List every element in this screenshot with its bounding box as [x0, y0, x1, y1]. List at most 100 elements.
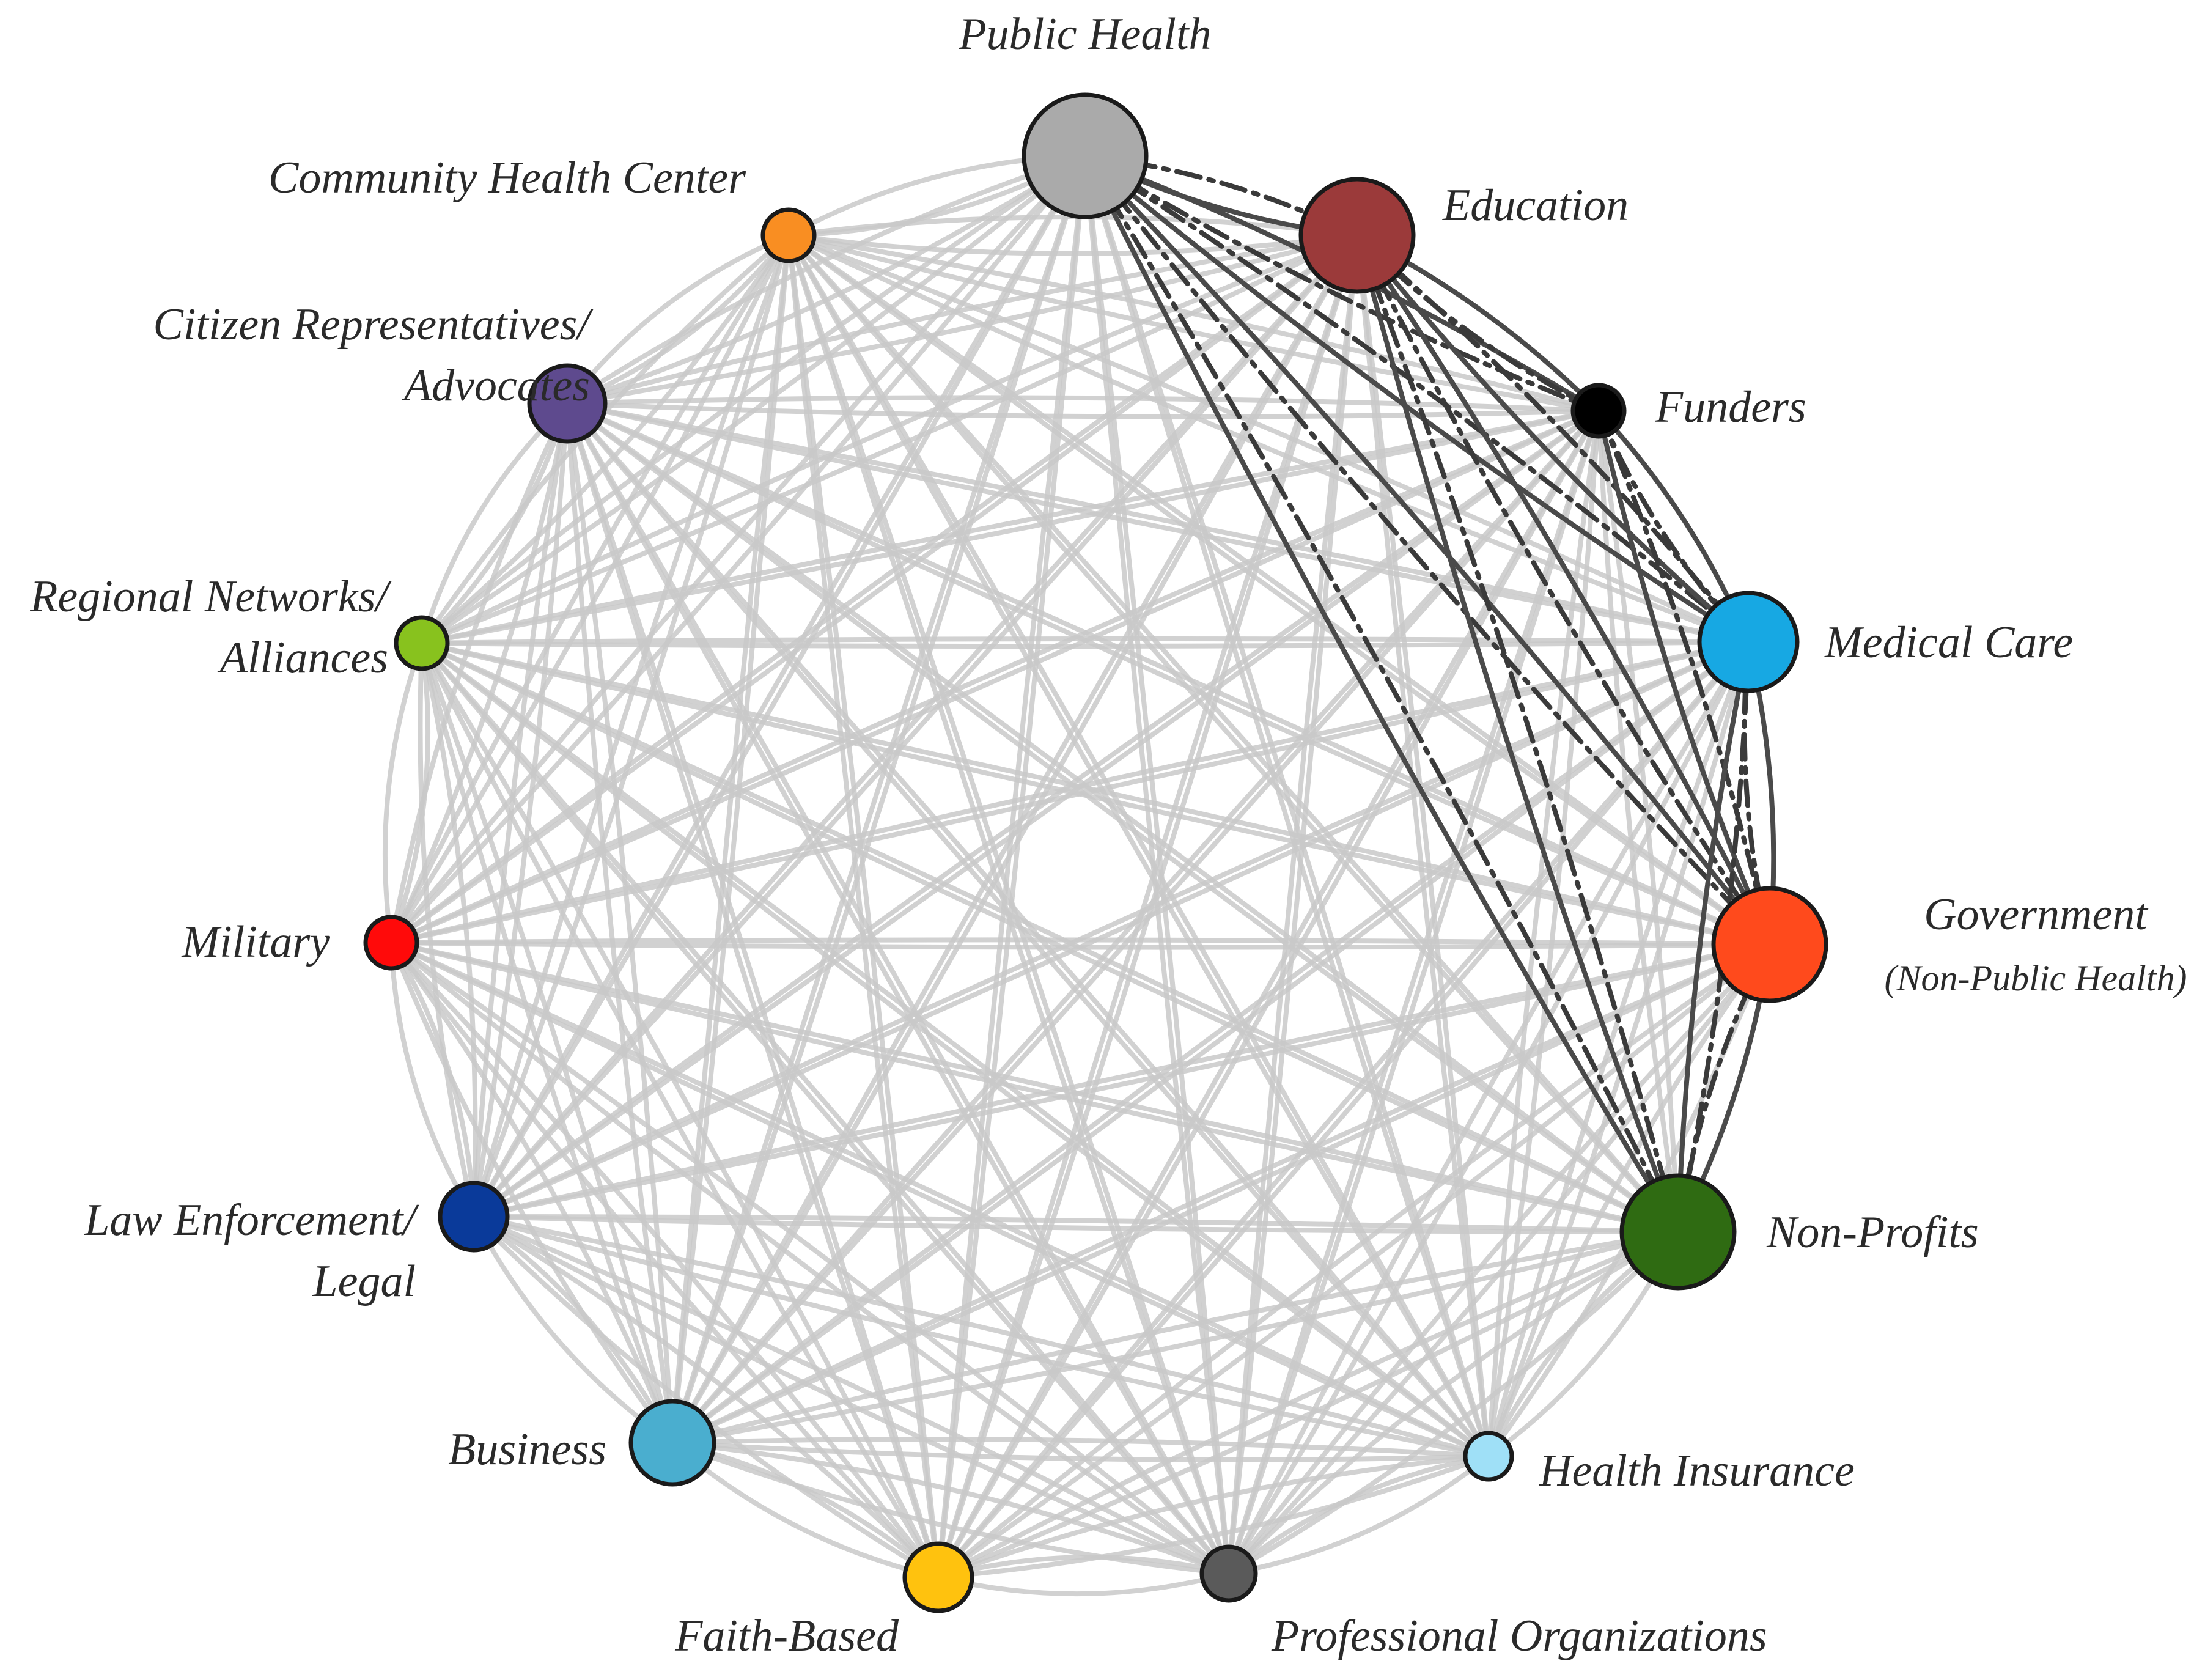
label-military: Military — [181, 917, 330, 967]
label-professional-organizations: Professional Organizations — [1271, 1611, 1767, 1661]
edge-faint — [1226, 1454, 1491, 1576]
edge-faint — [419, 641, 1680, 1234]
edge-faint — [786, 233, 1772, 947]
nodes-group — [363, 92, 1828, 1613]
edge-faint — [670, 1440, 1231, 1576]
edge-faint — [936, 1229, 1680, 1580]
edge-strong — [1596, 408, 1772, 947]
edge-faint — [1226, 233, 1360, 1576]
edge-faint — [419, 641, 1231, 1576]
edge-faint — [786, 233, 1231, 1576]
edge-faint — [936, 1554, 1231, 1580]
edge-faint — [565, 401, 941, 1580]
label-line: Non-Profits — [1766, 1207, 1979, 1258]
edge-faint — [471, 942, 1772, 1219]
edge-faint — [419, 153, 1088, 646]
label-education: Education — [1442, 180, 1629, 230]
edge-faint — [936, 639, 1751, 1580]
node-education — [1298, 177, 1416, 294]
edge-faint — [389, 940, 1680, 1234]
edge-faint — [786, 233, 941, 1580]
node-military — [363, 915, 419, 971]
label-line: (Non-Public Health) — [1885, 958, 2187, 998]
label-government: Government(Non-Public Health) — [1885, 890, 2187, 998]
edge-faint — [565, 401, 1491, 1459]
edge-faint — [389, 940, 476, 1219]
edge-faint — [1486, 408, 1601, 1459]
edge-faint — [471, 233, 791, 1219]
edge-faint — [670, 639, 1751, 1445]
edge-faint — [389, 233, 791, 945]
edge-strong — [1355, 233, 1680, 1234]
edge-strong — [1083, 153, 1680, 1234]
edge-strong — [1083, 153, 1680, 1234]
edge-faint — [471, 942, 1772, 1219]
label-line: Funders — [1655, 382, 1806, 432]
edge-faint — [389, 401, 570, 945]
edge-strong — [1083, 153, 1751, 644]
edge-faint — [670, 1440, 1231, 1576]
label-line: Military — [181, 917, 330, 967]
label-line: Citizen Representatives/ — [153, 300, 594, 350]
edge-faint — [389, 940, 1231, 1576]
edge-faint — [936, 942, 1772, 1580]
edge-faint — [565, 401, 1491, 1459]
label-line: Professional Organizations — [1271, 1611, 1767, 1661]
edge-faint — [786, 233, 1231, 1576]
edge-faint — [936, 1454, 1491, 1580]
edge-faint — [419, 641, 1772, 947]
edge-faint — [1083, 153, 1231, 1576]
edge-faint — [1226, 1454, 1491, 1576]
node-government — [1711, 886, 1828, 1003]
edge-faint — [1083, 153, 1491, 1459]
edge-faint — [670, 233, 791, 1445]
edge-faint — [389, 940, 675, 1445]
node-community-health-center — [760, 207, 817, 263]
edge-faint — [418, 641, 476, 1219]
edge-faint — [471, 401, 570, 1219]
node-non-profits — [1619, 1173, 1737, 1291]
label-line: Alliances — [217, 633, 388, 683]
edge-faint — [1226, 639, 1751, 1576]
edge-faint — [565, 401, 675, 1445]
edge-faint — [419, 641, 1772, 947]
edge-faint — [565, 401, 675, 1445]
edge-faint — [786, 233, 1680, 1234]
edge-faint — [419, 641, 675, 1445]
edge-faint — [389, 940, 1680, 1234]
node-faith-based — [902, 1541, 974, 1613]
label-line: Health Insurance — [1539, 1446, 1855, 1496]
node-business — [628, 1399, 716, 1487]
label-line: Medical Care — [1824, 617, 2073, 668]
label-medical-care: Medical Care — [1824, 617, 2073, 668]
edge-faint — [936, 942, 1772, 1580]
edge-faint — [419, 408, 1601, 646]
edge-faint — [786, 233, 1491, 1459]
edge-faint — [389, 940, 941, 1580]
edge-faint — [670, 153, 1088, 1445]
edge-faint — [786, 233, 1751, 644]
edge-faint — [565, 401, 1772, 947]
edge-faint — [670, 639, 1751, 1445]
label-line: Legal — [312, 1256, 416, 1306]
label-community-health-center: Community Health Center — [268, 153, 746, 203]
edge-faint — [419, 641, 1231, 1576]
node-citizen-representatives — [527, 363, 608, 444]
edge-strong — [1355, 233, 1772, 947]
edge-faint — [1226, 942, 1772, 1576]
edge-strong — [1083, 153, 1751, 644]
edge-faint — [471, 1214, 1231, 1576]
edge-faint — [471, 639, 1751, 1219]
edge-strong — [1742, 639, 1772, 947]
label-line: Advocates — [401, 361, 590, 411]
edge-faint — [471, 1214, 1491, 1459]
edge-faint — [419, 641, 675, 1445]
edge-strong — [1676, 639, 1751, 1234]
edge-faint — [786, 233, 1360, 256]
edge-faint — [419, 641, 1491, 1459]
edge-faint — [670, 1436, 1491, 1459]
node-medical-care — [1697, 591, 1800, 693]
label-business: Business — [448, 1424, 606, 1475]
